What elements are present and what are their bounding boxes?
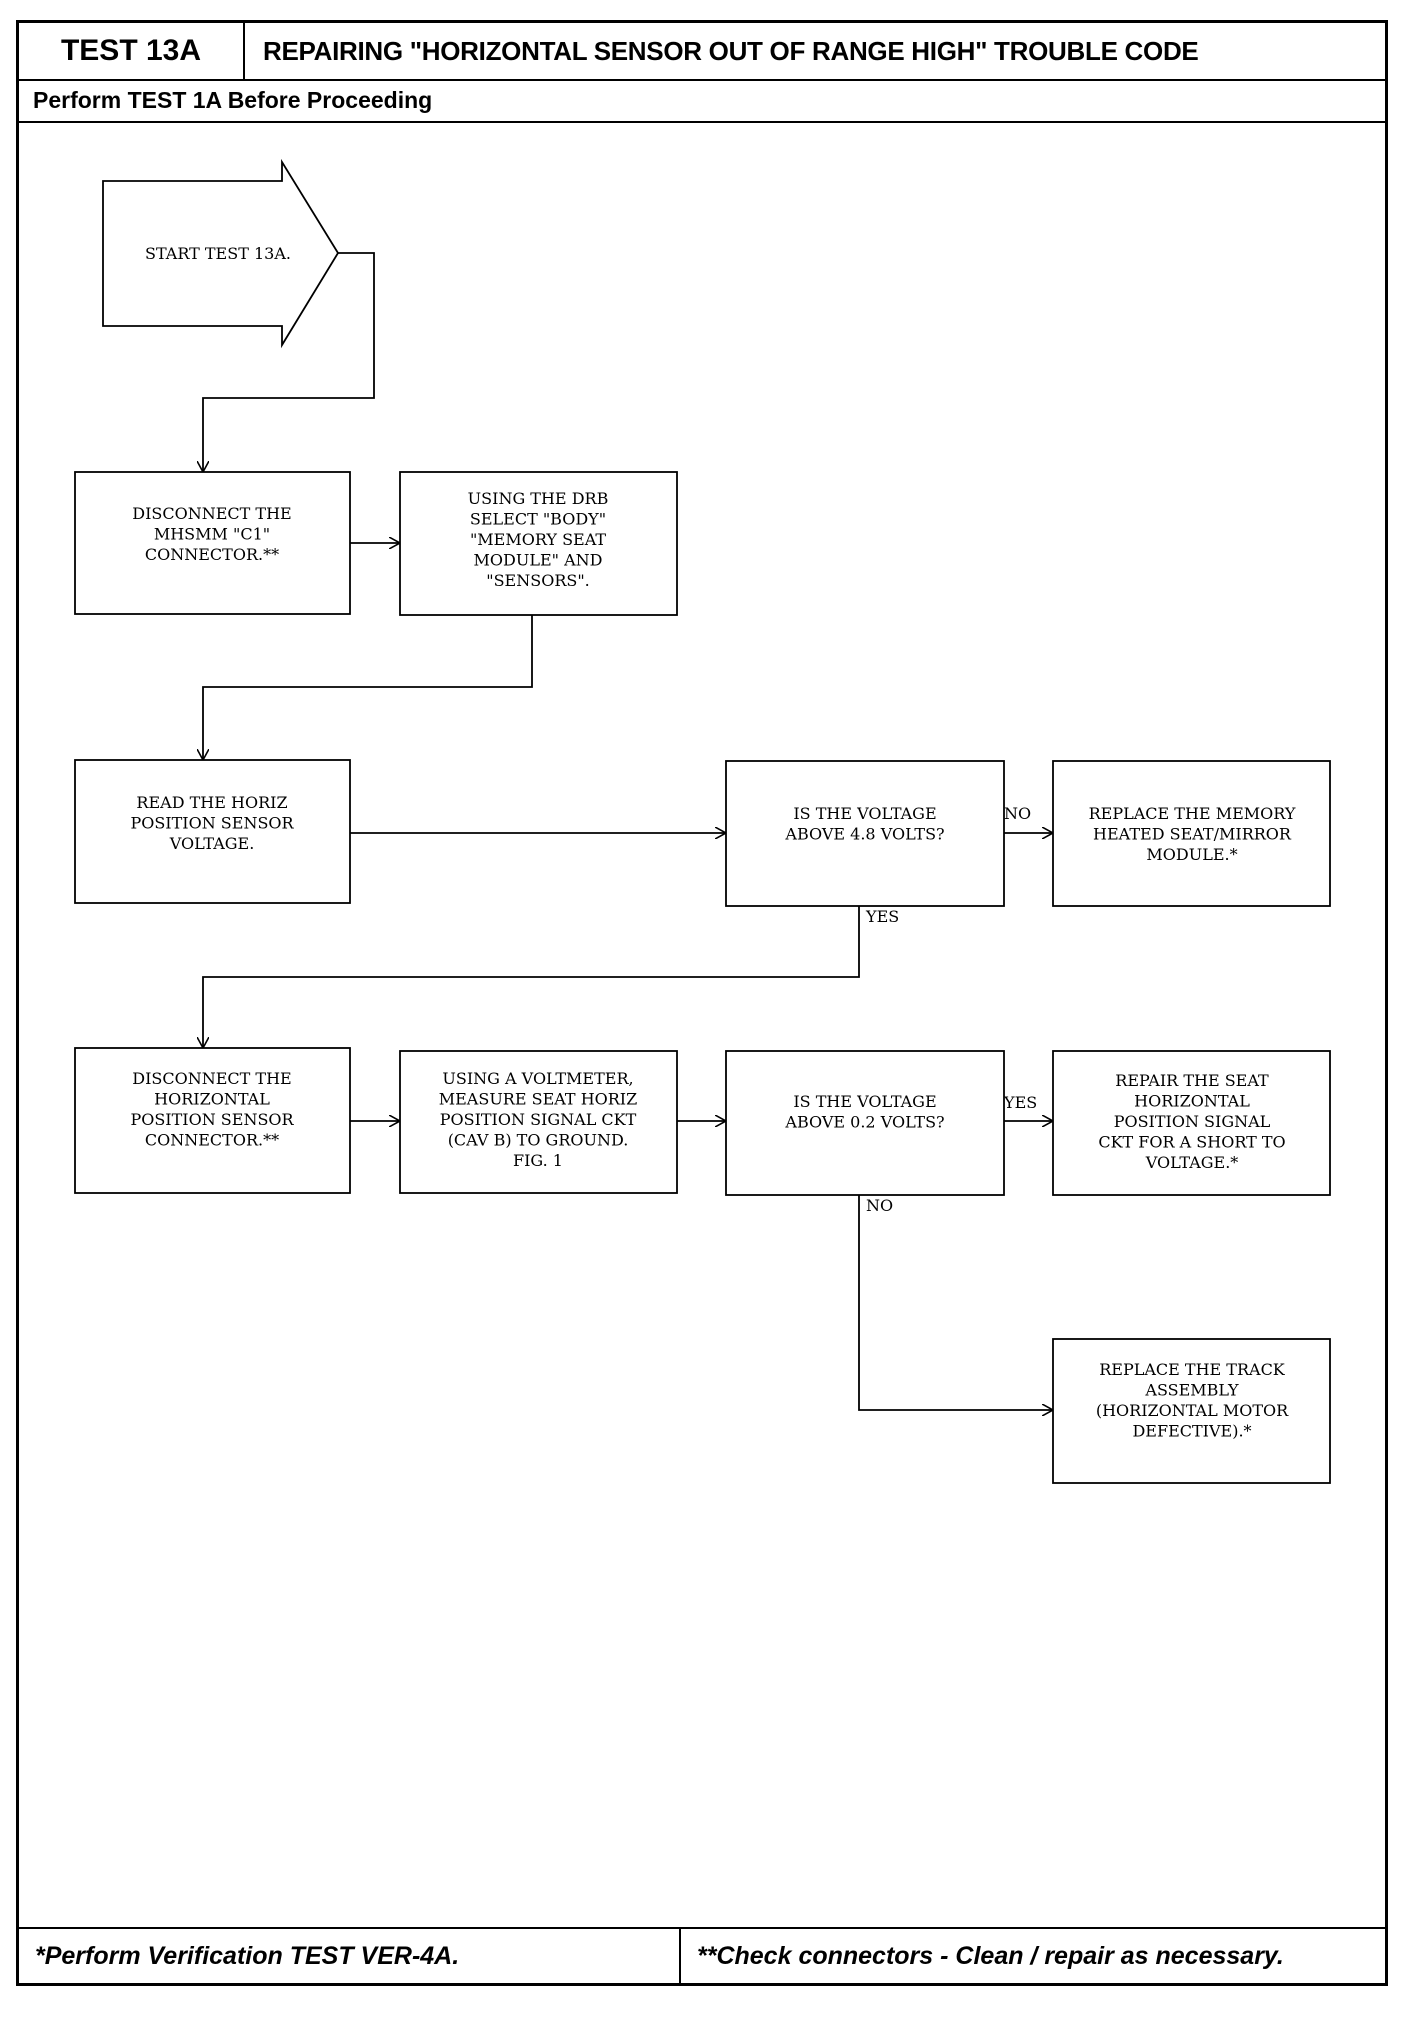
box-text-line: POSITION SENSOR [130, 1110, 294, 1129]
decision-above-4-8-box: IS THE VOLTAGE ABOVE 4.8 VOLTS? [725, 760, 1005, 907]
box-text-line: USING THE DRB [468, 489, 609, 508]
decision-above-0-2-box: IS THE VOLTAGE ABOVE 0.2 VOLTS? [725, 1050, 1005, 1196]
box-text-line: POSITION SIGNAL [1114, 1112, 1271, 1131]
box-text-line: READ THE HORIZ [136, 793, 287, 812]
box-text-line: MHSMM "C1" [154, 525, 270, 544]
label-no-1: NO [1004, 804, 1031, 823]
prerequisite-row: Perform TEST 1A Before Proceeding [19, 79, 1385, 123]
connector-note: **Check connectors - Clean / repair as n… [697, 1941, 1284, 1970]
start-arrow: START TEST 13A. [102, 158, 340, 349]
footer: *Perform Verification TEST VER-4A. **Che… [19, 1927, 1385, 1983]
prerequisite-note: Perform TEST 1A Before Proceeding [33, 86, 433, 113]
box-text-line: CKT FOR A SHORT TO [1098, 1133, 1285, 1152]
box-text-line: HORIZONTAL [154, 1090, 270, 1109]
box-text-line: VOLTAGE.* [1145, 1153, 1239, 1172]
box-text-line: CONNECTOR.** [145, 1131, 279, 1150]
start-text: START TEST 13A. [145, 244, 291, 263]
box-text-line: REPAIR THE SEAT [1115, 1071, 1269, 1090]
connector-start-to-disconnect [203, 252, 375, 472]
result-replace-track-box: REPLACE THE TRACK ASSEMBLY(HORIZONTAL MOT… [1052, 1338, 1331, 1484]
connector-drb-to-read [203, 615, 533, 760]
box-text-line: (HORIZONTAL MOTOR [1096, 1401, 1289, 1420]
box-text-line: "MEMORY SEAT [470, 530, 606, 549]
step-disconnect-c1-text: DISCONNECT THE MHSMM "C1"CONNECTOR.** [132, 504, 291, 564]
box-text-line: DEFECTIVE).* [1132, 1422, 1251, 1441]
box-text-line: START TEST 13A. [145, 244, 291, 263]
label-yes-2: YES [1003, 1093, 1037, 1112]
box-text-line: DISCONNECT THE [132, 1069, 291, 1088]
label-no-2: NO [866, 1196, 893, 1215]
box-text-line: ABOVE 0.2 VOLTS? [784, 1113, 944, 1132]
box-text-line: USING A VOLTMETER, [442, 1069, 633, 1088]
decision-above-4-8-text: IS THE VOLTAGE ABOVE 4.8 VOLTS? [784, 804, 944, 844]
page-title: REPAIRING "HORIZONTAL SENSOR OUT OF RANG… [263, 35, 1199, 66]
box-text-line: REPLACE THE MEMORY [1089, 804, 1296, 823]
box-text-line: REPLACE THE TRACK [1099, 1360, 1286, 1379]
decision-above-0-2-text: IS THE VOLTAGE ABOVE 0.2 VOLTS? [784, 1092, 944, 1132]
box-text-line: ABOVE 4.8 VOLTS? [784, 825, 944, 844]
connectors [203, 252, 1053, 1410]
label-yes-1: YES [865, 907, 899, 926]
box-text-line: POSITION SENSOR [130, 814, 294, 833]
verification-note: *Perform Verification TEST VER-4A. [19, 1929, 681, 1983]
box-text-line: (CAV B) TO GROUND. [448, 1131, 629, 1150]
box-text-line: MODULE" AND [474, 551, 603, 570]
box-text-line: FIG. 1 [513, 1151, 563, 1170]
connector-decision2-no [858, 1195, 1053, 1410]
box-text-line: IS THE VOLTAGE [793, 804, 936, 823]
connector-decision1-yes [203, 906, 860, 1048]
test-procedure-page: TEST 13A REPAIRING "HORIZONTAL SENSOR OU… [16, 20, 1388, 1986]
result-replace-track-text: REPLACE THE TRACK ASSEMBLY(HORIZONTAL MOT… [1096, 1360, 1289, 1441]
box-text-line: "SENSORS". [486, 571, 590, 590]
box-text-line: CONNECTOR.** [145, 545, 279, 564]
box-text-line: MEASURE SEAT HORIZ [439, 1090, 638, 1109]
step-drb-select-text: USING THE DRB SELECT "BODY""MEMORY SEAT MO… [468, 489, 609, 590]
box-text-line: SELECT "BODY" [470, 510, 606, 529]
test-id: TEST 13A [19, 23, 245, 79]
box-text-line: MODULE.* [1146, 845, 1237, 864]
box-text-line: DISCONNECT THE [132, 504, 291, 523]
step-drb-select-box: USING THE DRB SELECT "BODY""MEMORY SEAT MO… [399, 471, 678, 616]
box-text-line: POSITION SIGNAL CKT [440, 1110, 637, 1129]
box-text-line: HEATED SEAT/MIRROR [1093, 825, 1292, 844]
box-text-line: VOLTAGE. [169, 834, 255, 853]
box-text-line: HORIZONTAL [1134, 1092, 1250, 1111]
box-text-line: IS THE VOLTAGE [793, 1092, 936, 1111]
step-disconnect-c1-box: DISCONNECT THE MHSMM "C1"CONNECTOR.** [74, 471, 351, 615]
header-row: TEST 13A REPAIRING "HORIZONTAL SENSOR OU… [19, 23, 1385, 81]
box-text-line: ASSEMBLY [1144, 1381, 1239, 1400]
